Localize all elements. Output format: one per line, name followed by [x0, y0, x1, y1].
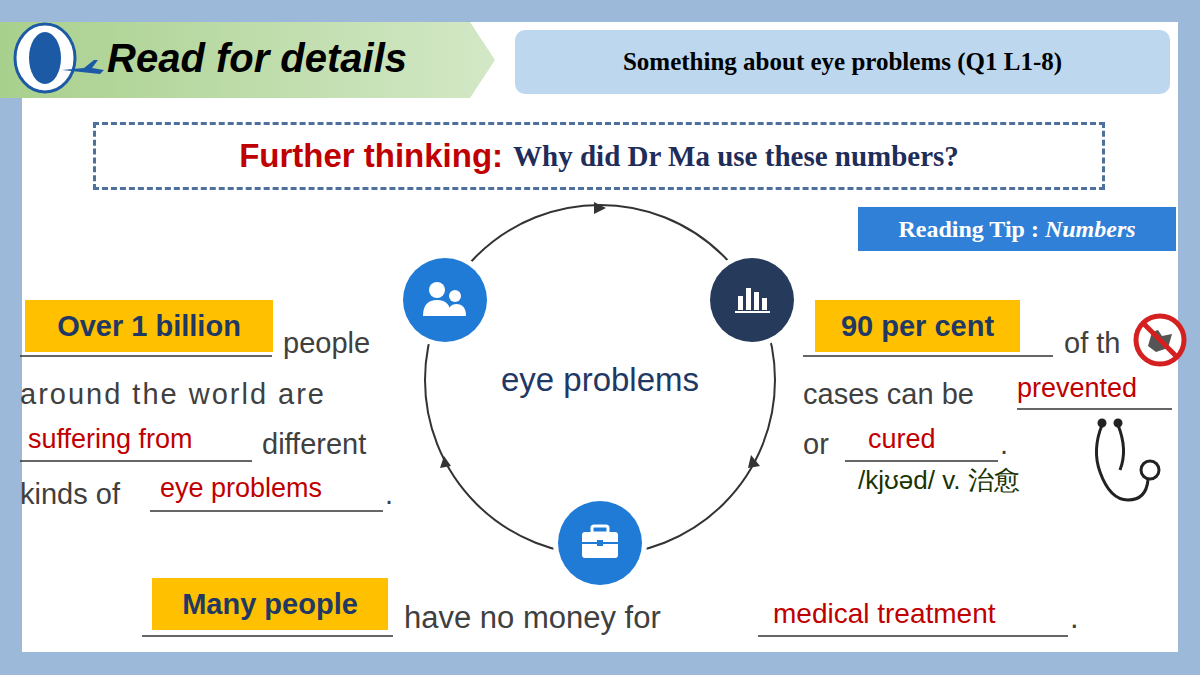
node-text: Over 1 billion	[57, 310, 241, 343]
node-text: Something about eye problems (Q1 L1-8)	[623, 48, 1062, 76]
cycle-arrowhead	[748, 455, 760, 468]
answer-text: medical treatment	[773, 598, 996, 630]
sentence-text: around the world are	[20, 378, 326, 411]
answer-text: eye problems	[160, 473, 322, 504]
sentence-text: .	[1070, 600, 1079, 636]
section-pill: Something about eye problems (Q1 L1-8)	[515, 30, 1170, 94]
node-text: Numbers	[1045, 216, 1136, 243]
logo-plane	[62, 60, 104, 74]
sentence-text: or	[803, 428, 829, 461]
answer-box: 90 per cent	[815, 300, 1020, 352]
sentence-text: .	[1000, 428, 1008, 461]
answer-box: Many people	[152, 578, 388, 630]
people-icon	[398, 253, 492, 347]
sentence-text: .	[385, 478, 393, 511]
answer-text: cured	[868, 424, 936, 455]
node-text: Further thinking:	[239, 137, 503, 175]
question-box: Further thinking: Why did Dr Ma use these…	[93, 122, 1105, 190]
chart-icon	[705, 253, 799, 347]
slide-title: Read for details	[107, 36, 407, 81]
sentence-text: have no money for	[404, 600, 661, 636]
sentence-text: kinds of	[20, 478, 120, 511]
sentence-text: cases can be	[803, 378, 974, 411]
logo-ring	[15, 24, 75, 92]
stethoscope-icon	[1096, 420, 1159, 500]
answer-box: Over 1 billion	[25, 300, 273, 352]
logo-core	[29, 32, 61, 84]
sentence-text: different	[262, 428, 366, 461]
tip-box: Reading Tip :Numbers	[858, 207, 1176, 251]
answer-text: prevented	[1017, 373, 1137, 404]
node-text: Reading Tip :	[898, 216, 1039, 243]
cycle-arrowhead	[594, 202, 606, 214]
node-text: 90 per cent	[841, 310, 994, 343]
node-text: Why did Dr Ma use these numbers?	[513, 140, 959, 173]
node-text: eye problems	[501, 361, 699, 399]
prevent-sign	[1136, 316, 1184, 364]
sentence-text: of th	[1064, 327, 1120, 360]
answer-text: suffering from	[28, 424, 193, 455]
answer-blanks	[20, 356, 1172, 636]
title-banner	[0, 22, 495, 98]
node-text: Many people	[182, 588, 358, 621]
cycle-centre: eye problems	[425, 205, 775, 555]
cycle-arrowhead	[440, 456, 451, 468]
sentence-text: people	[283, 327, 370, 360]
slide-ground	[22, 22, 1178, 652]
briefcase-icon	[553, 496, 647, 590]
sentence-text: /kjʊəd/ v. 治愈	[858, 463, 1020, 498]
